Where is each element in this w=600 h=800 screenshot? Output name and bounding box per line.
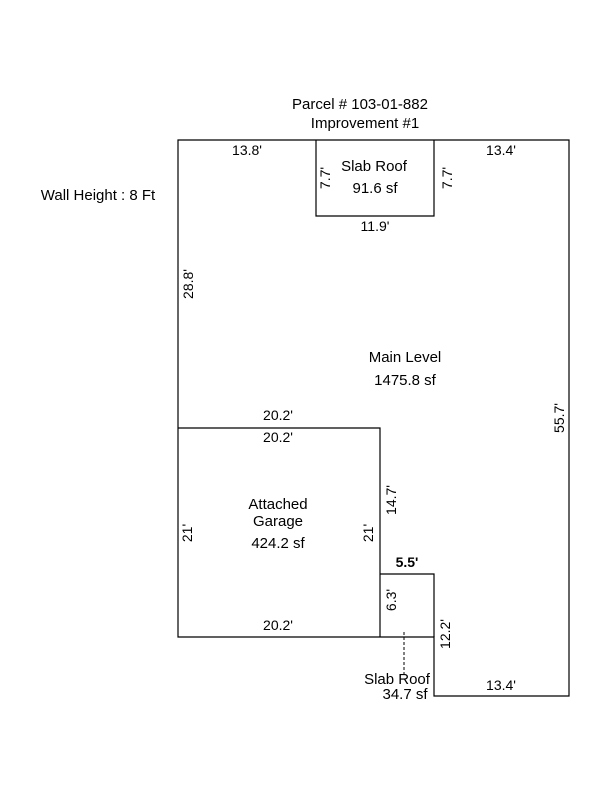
- dim-garage-right: 21': [360, 524, 376, 542]
- main-level-size: 1475.8 sf: [374, 372, 437, 389]
- parcel-number: Parcel # 103-01-882: [292, 96, 428, 113]
- dim-small-top: 5.5': [396, 554, 419, 570]
- main-level-outline: [177, 139, 570, 697]
- wall-height-label: Wall Height : 8 Ft: [41, 187, 156, 204]
- slab-roof-bottom-name: Slab Roof: [364, 671, 431, 688]
- slab-roof-top-size: 91.6 sf: [352, 180, 398, 197]
- dim-main-garage-top: 20.2': [263, 407, 293, 423]
- dim-top-right: 13.4': [486, 142, 516, 158]
- garage-name-line1: Attached: [248, 496, 307, 513]
- dim-slab-left: 7.7': [317, 167, 333, 189]
- dim-slab-bottom: 11.9': [361, 218, 390, 234]
- dim-left-wall: 28.8': [180, 269, 196, 299]
- dim-small-right: 12.2': [437, 619, 453, 649]
- dim-garage-left: 21': [179, 524, 195, 542]
- dim-garage-right-outer: 14.7': [383, 485, 399, 515]
- slab-roof-bottom-size: 34.7 sf: [382, 686, 428, 703]
- dim-slab-right: 7.7': [439, 167, 455, 189]
- garage-outline: [178, 427, 381, 637]
- main-level-name: Main Level: [369, 349, 442, 366]
- dim-top-left: 13.8': [232, 142, 262, 158]
- dim-small-left: 6.3': [383, 589, 399, 611]
- small-slab-outline: [380, 573, 435, 637]
- slab-roof-top-name: Slab Roof: [341, 158, 408, 175]
- improvement-label: Improvement #1: [311, 115, 419, 132]
- dim-garage-bottom: 20.2': [263, 617, 293, 633]
- garage-size: 424.2 sf: [251, 535, 305, 552]
- dim-right-wall: 55.7': [551, 403, 567, 433]
- dim-bottom-right: 13.4': [486, 677, 516, 693]
- garage-name-line2: Garage: [253, 513, 303, 530]
- slab-roof-top-outline: [315, 140, 435, 217]
- dim-garage-top: 20.2': [263, 429, 293, 445]
